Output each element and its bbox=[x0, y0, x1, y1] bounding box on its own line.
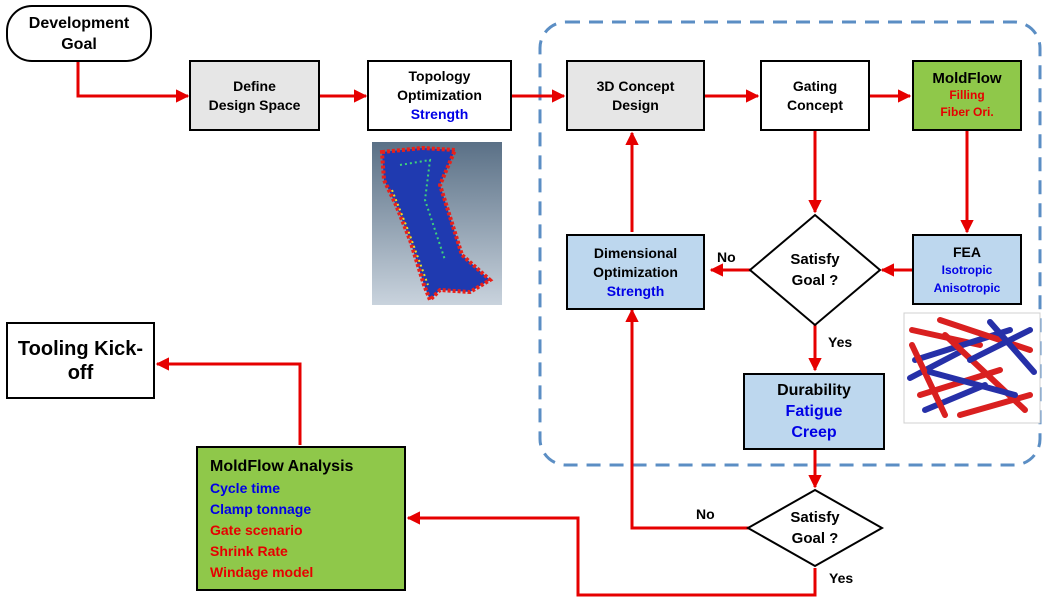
moldflow-filling: Filling bbox=[949, 88, 985, 102]
arrow-goal-to-design-space bbox=[76, 62, 190, 103]
fea-title: FEA bbox=[953, 243, 981, 260]
fea-node: FEA Isotropic Anisotropic bbox=[912, 234, 1022, 305]
arrow-satisfy2-to-dimensional bbox=[625, 308, 750, 530]
define-design-space-node: Define Design Space bbox=[189, 60, 320, 131]
moldflow-title: MoldFlow bbox=[932, 70, 1002, 87]
durability-node: Durability Fatigue Creep bbox=[743, 373, 885, 450]
durability-fatigue: Fatigue bbox=[785, 403, 843, 420]
concept-design-node: 3D Concept Design bbox=[566, 60, 705, 131]
tooling-kickoff-line1: Tooling Kick- bbox=[17, 337, 144, 360]
development-goal-line1: Development bbox=[28, 14, 130, 32]
satisfy-goal-2-line2: Goal ? bbox=[791, 530, 839, 547]
arrow-analysis-to-tooling bbox=[155, 357, 302, 445]
topology-part-image bbox=[372, 142, 502, 305]
fea-anisotropic: Anisotropic bbox=[933, 280, 1001, 295]
fea-isotropic: Isotropic bbox=[941, 262, 993, 277]
satisfy-goal-2-line1: Satisfy bbox=[790, 509, 840, 526]
analysis-gate-scenario: Gate scenario bbox=[210, 522, 303, 538]
tooling-kickoff-node: Tooling Kick- off bbox=[6, 322, 155, 399]
decision-satisfy-goal-2-shape bbox=[745, 488, 885, 568]
moldflow-analysis-node: MoldFlow Analysis Cycle time Clamp tonna… bbox=[196, 446, 406, 591]
define-design-space-line1: Define bbox=[233, 77, 276, 94]
topology-strength-label: Strength bbox=[410, 106, 469, 122]
concept-design-line2: Design bbox=[612, 96, 659, 113]
topology-optimization-line1: Topology bbox=[408, 68, 471, 84]
dimensional-optimization-node: Dimensional Optimization Strength bbox=[566, 234, 705, 310]
satisfy-goal-1-line2: Goal ? bbox=[791, 272, 839, 289]
concept-design-line1: 3D Concept bbox=[596, 77, 675, 94]
dimensional-strength-label: Strength bbox=[606, 282, 665, 299]
topology-optimization-node: Topology Optimization Strength bbox=[367, 60, 512, 131]
gating-concept-line1: Gating bbox=[792, 77, 838, 94]
dimensional-optimization-line1: Dimensional bbox=[593, 244, 678, 261]
define-design-space-line2: Design Space bbox=[208, 96, 301, 113]
edge-label-no-1: No bbox=[717, 249, 736, 265]
moldflow-fiber-ori: Fiber Ori. bbox=[940, 105, 994, 119]
gating-concept-line2: Concept bbox=[787, 96, 843, 113]
gating-concept-node: Gating Concept bbox=[760, 60, 870, 131]
development-goal-line2: Goal bbox=[61, 35, 97, 53]
arrow-satisfy2-to-moldflow-analysis bbox=[406, 511, 817, 597]
satisfy-goal-2-label: Satisfy Goal ? bbox=[765, 507, 865, 549]
analysis-shrink-rate: Shrink Rate bbox=[210, 543, 288, 559]
topology-optimization-line2: Optimization bbox=[397, 87, 482, 103]
development-goal-node: Development Goal bbox=[6, 5, 152, 62]
edge-label-yes-1: Yes bbox=[828, 334, 853, 350]
durability-title: Durability bbox=[777, 382, 851, 399]
edge-label-yes-2: Yes bbox=[829, 570, 854, 586]
fiber-orientation-image bbox=[903, 312, 1041, 424]
moldflow-analysis-title: MoldFlow Analysis bbox=[210, 458, 354, 475]
decision-satisfy-goal-1-shape bbox=[748, 213, 882, 327]
analysis-cycle-time: Cycle time bbox=[210, 480, 281, 496]
tooling-kickoff-line2: off bbox=[67, 361, 94, 384]
satisfy-goal-1-line1: Satisfy bbox=[790, 251, 840, 268]
edge-label-no-2: No bbox=[696, 506, 715, 522]
satisfy-goal-1-label: Satisfy Goal ? bbox=[765, 249, 865, 291]
durability-creep: Creep bbox=[791, 424, 837, 441]
dimensional-optimization-line2: Optimization bbox=[593, 263, 678, 280]
analysis-windage-model: Windage model bbox=[210, 564, 314, 580]
analysis-clamp-tonnage: Clamp tonnage bbox=[210, 501, 312, 517]
moldflow-node: MoldFlow Filling Fiber Ori. bbox=[912, 60, 1022, 131]
